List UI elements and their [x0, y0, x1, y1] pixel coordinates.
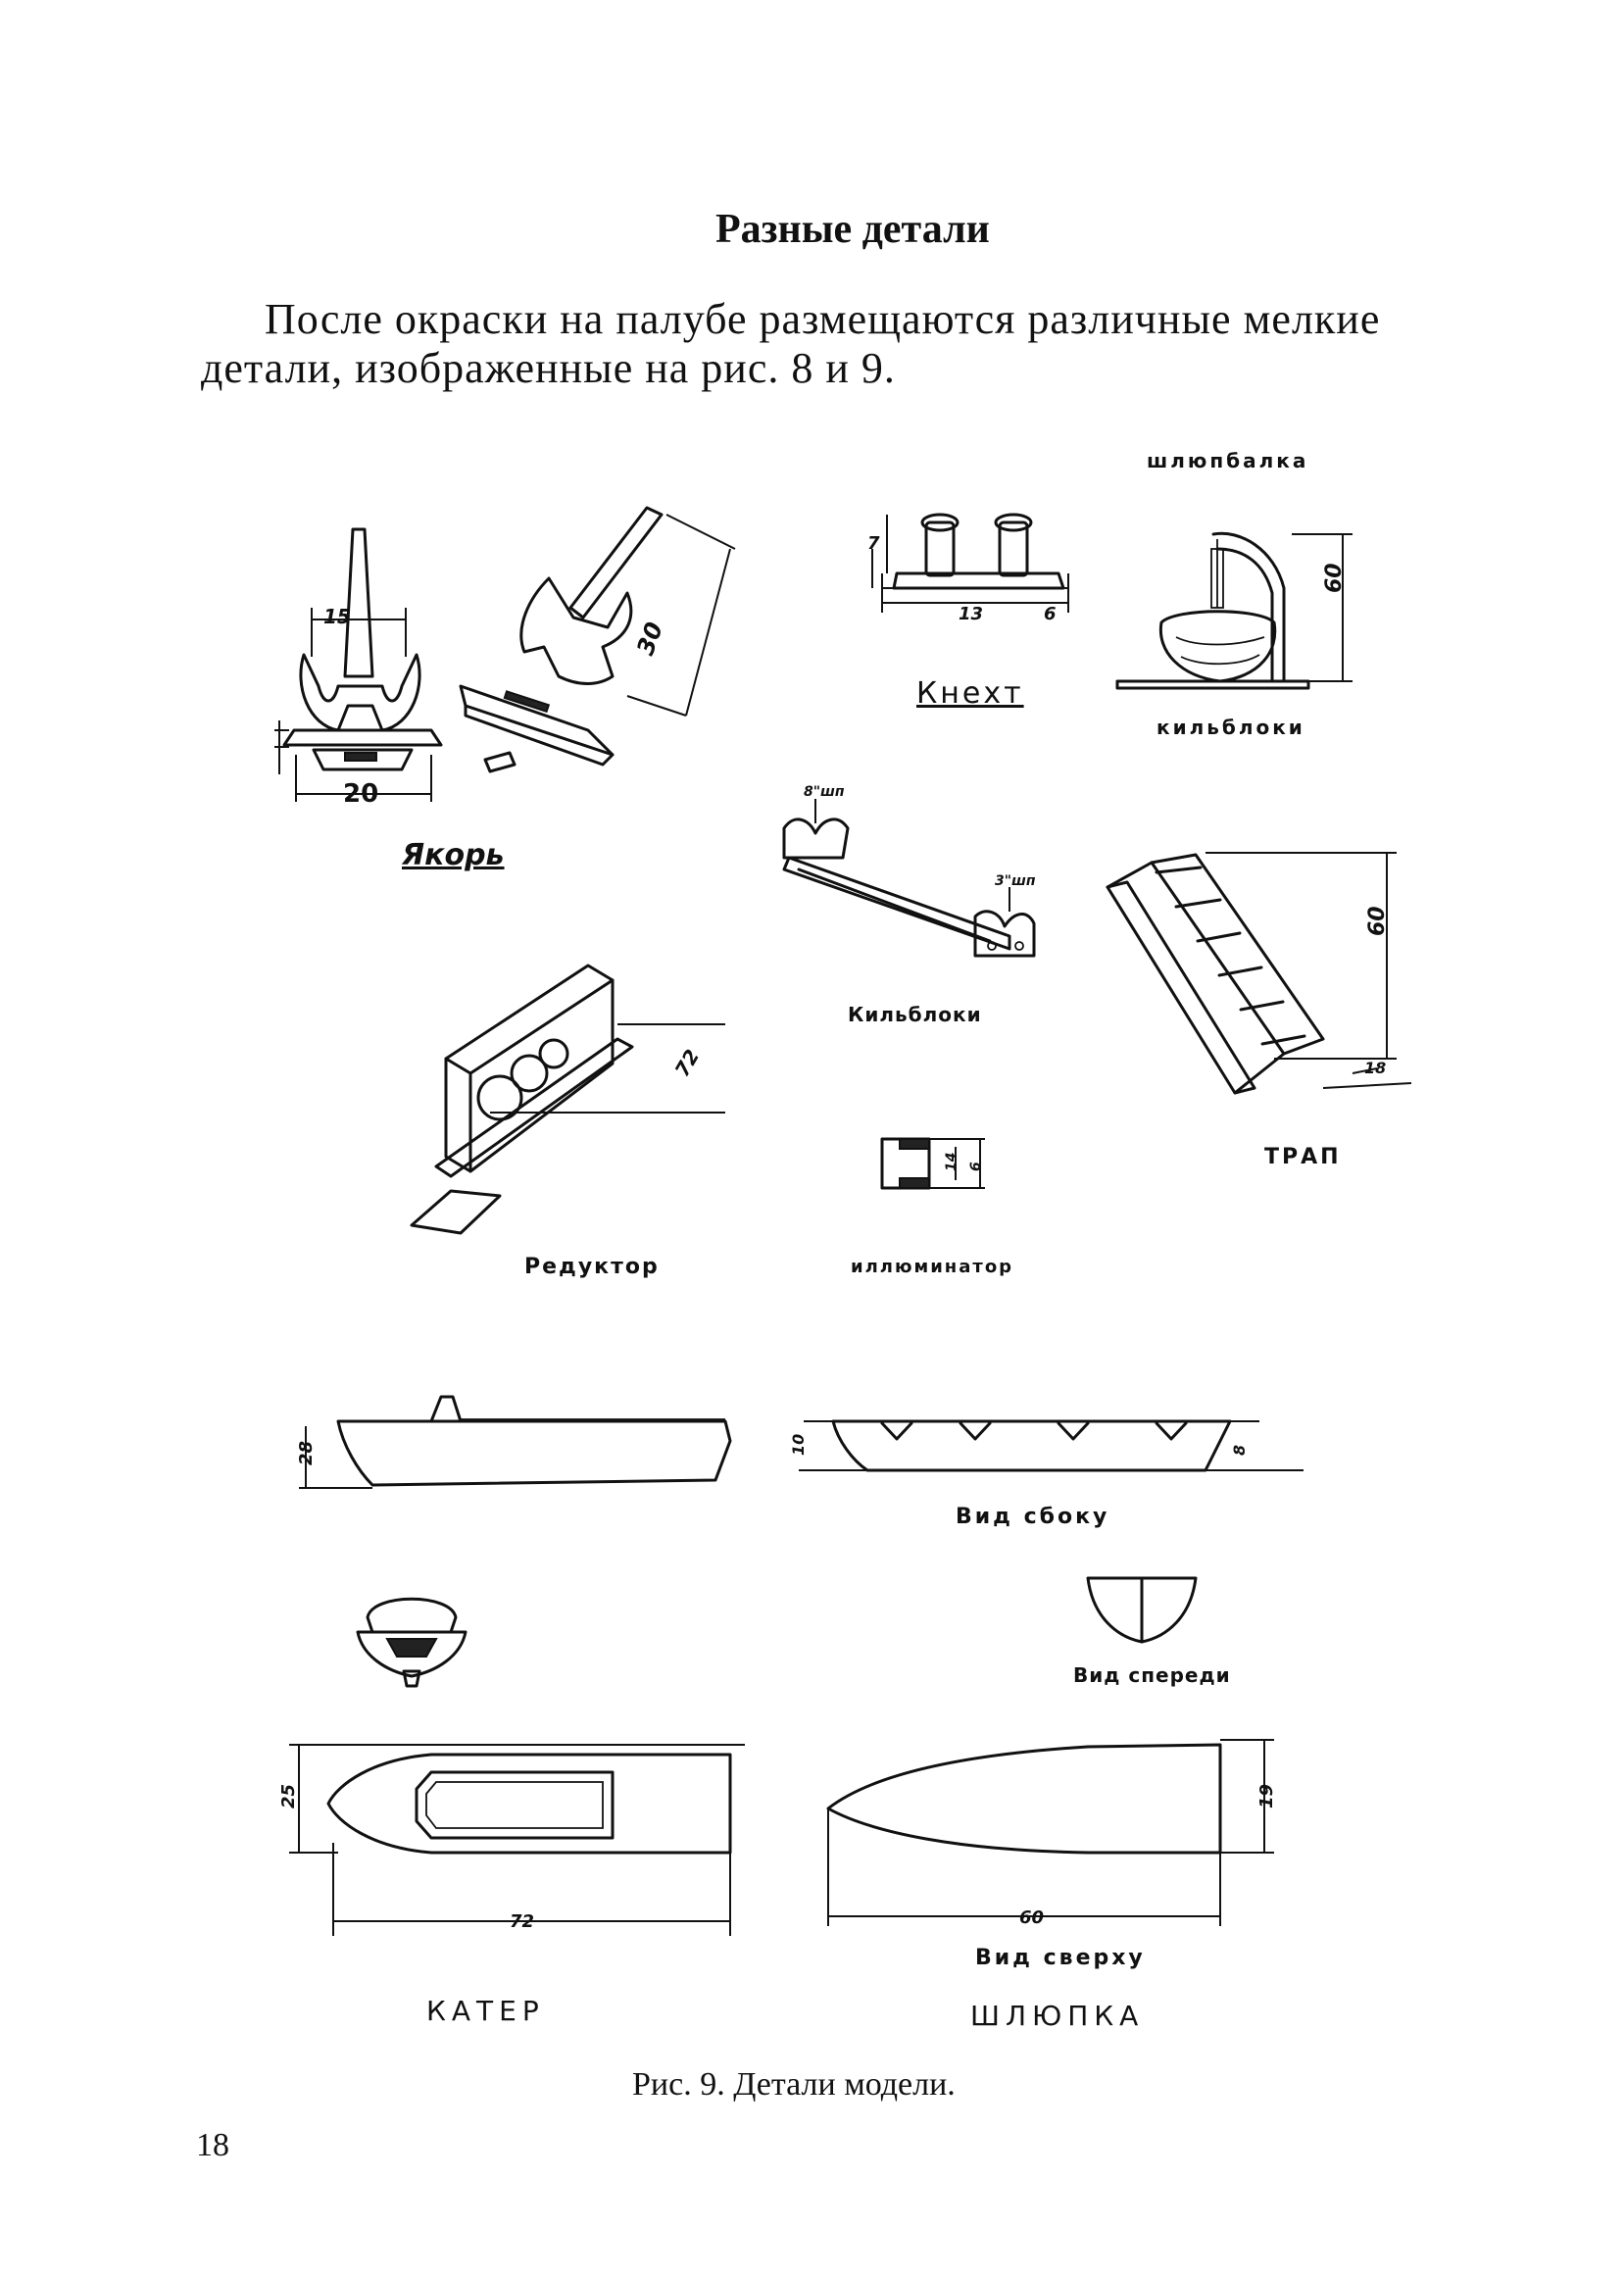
- dim-shlyupka-top-19: 19: [1256, 1784, 1277, 1808]
- dim-reducer-72: 72: [670, 1045, 705, 1080]
- dim-ladder-18: 18: [1364, 1059, 1386, 1077]
- shlyupka-top-drawing: [826, 1739, 1274, 1926]
- dim-shlyupka-side-10: 10: [789, 1434, 808, 1456]
- label-trap: ТРАП: [1264, 1145, 1342, 1169]
- dim-bitt-6: 6: [1044, 604, 1057, 624]
- anchor-iso-drawing: [459, 506, 736, 773]
- dim-shlyupka-side-8: 8: [1230, 1445, 1249, 1456]
- dim-bitt-7: 7: [867, 533, 880, 554]
- anchor-front-drawing: [274, 527, 443, 802]
- label-vid-speredi: Вид спереди: [1073, 1663, 1231, 1687]
- dim-keel-3: 3"шп: [995, 873, 1036, 889]
- dim-bitt-13: 13: [959, 604, 983, 624]
- kater-side-drawing: [299, 1395, 732, 1489]
- dim-davit-60: 60: [1322, 563, 1347, 593]
- dim-port-14: 14: [944, 1153, 960, 1171]
- label-kater: КАТЕР: [426, 1995, 545, 2027]
- label-reduktor: Редуктор: [524, 1255, 660, 1279]
- porthole-drawing: [880, 1137, 985, 1190]
- dim-anchor-30: 30: [631, 619, 668, 659]
- shlyupka-front-drawing: [1086, 1576, 1198, 1644]
- label-kilbloki: Кильблоки: [848, 1003, 982, 1026]
- paragraph-line-1: После окраски на палубе размещаются разл…: [265, 295, 1381, 343]
- keel-blocks-drawing: [782, 799, 1036, 958]
- label-yakor: Якорь: [402, 838, 505, 872]
- label-shlyupbalka: шлюпбалка: [1147, 449, 1309, 472]
- dim-shlyupka-top-60: 60: [1019, 1907, 1044, 1928]
- dim-anchor-20: 20: [343, 779, 378, 809]
- dim-kater-side-28: 28: [296, 1441, 317, 1465]
- dim-kater-top-25: 25: [278, 1784, 299, 1808]
- ladder-drawing: [1106, 852, 1412, 1095]
- label-vid-sboku: Вид сбоку: [956, 1505, 1110, 1529]
- figure-caption: Рис. 9. Детали модели.: [632, 2066, 956, 2103]
- reducer-drawing: [410, 964, 725, 1235]
- label-vid-sverkhu: Вид сверху: [975, 1946, 1146, 1970]
- label-kilbloki-top: кильблоки: [1156, 716, 1305, 739]
- kater-top-drawing: [289, 1744, 745, 1936]
- dim-anchor-15: 15: [323, 605, 351, 628]
- label-shlyupka: ШЛЮПКА: [970, 2000, 1145, 2032]
- dim-kater-top-72: 72: [510, 1911, 534, 1932]
- dim-ladder-60: 60: [1365, 906, 1390, 936]
- label-knekht: Кнехт: [916, 676, 1024, 711]
- shlyupka-side-drawing: [799, 1419, 1304, 1472]
- dim-port-6: 6: [968, 1162, 984, 1171]
- label-illyuminator: иллюминатор: [851, 1257, 1014, 1277]
- dim-keel-8: 8"шп: [804, 784, 845, 800]
- section-heading: Разные детали: [715, 207, 990, 252]
- bitt-drawing: [871, 513, 1069, 613]
- page-number: 18: [196, 2127, 229, 2163]
- davit-drawing: [1115, 531, 1353, 690]
- paragraph-line-2: детали, изображенные на рис. 8 и 9.: [201, 344, 896, 392]
- kater-front-drawing: [356, 1597, 468, 1688]
